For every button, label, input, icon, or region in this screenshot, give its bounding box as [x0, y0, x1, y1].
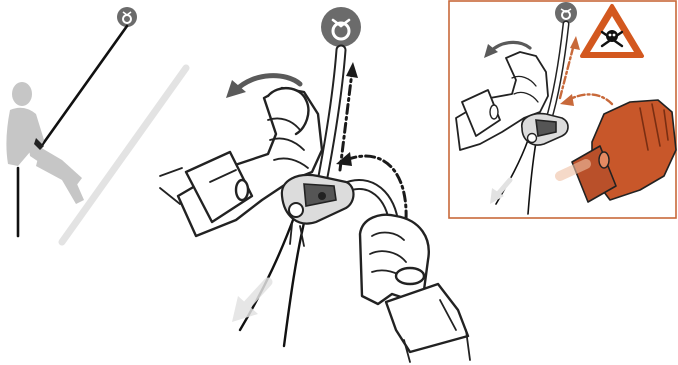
wrong-handling-inset: [449, 1, 676, 218]
lower-gloved-hand: [360, 215, 470, 362]
fixed-rope-upper: [40, 26, 127, 148]
belay-device-icon: [282, 175, 354, 246]
climber-overview-panel: [6, 7, 186, 242]
direction-arrow-up-head: [346, 62, 358, 78]
anchor-ring-icon: [117, 7, 137, 27]
handling-detail-panel: [160, 7, 470, 362]
ghost-arrow-down-left: [232, 282, 268, 322]
direction-arrow-feed-head: [336, 152, 352, 166]
anchor-ring-icon: [321, 7, 361, 47]
ground-slope: [62, 68, 186, 242]
